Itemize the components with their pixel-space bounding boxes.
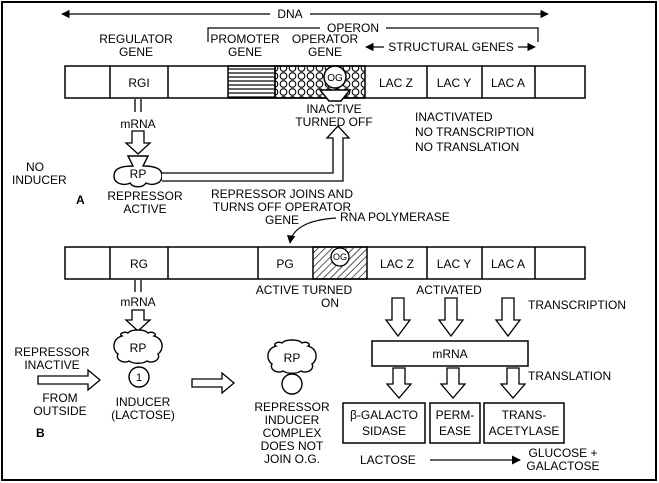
- complex-inducer-circle: [281, 373, 303, 395]
- repressor-joins-line2: TURNS OFF OPERATOR: [213, 200, 352, 214]
- products-line1: GLUCOSE +: [528, 446, 597, 460]
- operator-og-circle-b: [330, 247, 350, 267]
- repressor-active-line2: ACTIVE: [123, 202, 166, 216]
- inducer-number: 1: [136, 372, 142, 384]
- dna-label: DNA: [277, 7, 302, 21]
- mrna-label-a: mRNA: [120, 117, 155, 131]
- segment-laca-a: LAC A: [491, 76, 525, 90]
- mrna-box: [371, 340, 529, 367]
- repressor-inactive-line2: INACTIVE: [24, 358, 79, 372]
- bound-repressor-shape: [318, 89, 352, 102]
- mrna-label-b: mRNA: [120, 295, 155, 309]
- enzyme-permease-line1: PERM-: [436, 408, 475, 422]
- enzyme-box-galactosidase: [342, 402, 426, 444]
- mrna-box-label: mRNA: [432, 347, 467, 361]
- inactive-label-line1: INACTIVE: [306, 102, 361, 116]
- segment-lacz-a: LAC Z: [379, 76, 413, 90]
- transcription-arrow-2: [437, 297, 465, 338]
- complex-repressor-shape: [267, 339, 317, 374]
- operon-label: OPERON: [327, 21, 379, 35]
- active-turned-on-line2: ON: [321, 296, 339, 310]
- segment-rg: RG: [130, 257, 148, 271]
- translation-label: TRANSLATION: [528, 369, 611, 383]
- segment-pg: PG: [276, 257, 293, 271]
- repressor-joins-line1: REPRESSOR JOINS AND: [211, 187, 353, 201]
- repressor-shape-b: [113, 329, 163, 364]
- segment-og-a: OG: [327, 73, 343, 84]
- operator-segment-a: [274, 65, 366, 99]
- segment-lacy-b: LAC Y: [437, 257, 471, 271]
- enzyme-galactosidase-line2: SIDASE: [362, 424, 406, 438]
- enzyme-box-transacetylase: [483, 402, 565, 444]
- operator-gene-label-line1: OPERATOR: [292, 32, 359, 46]
- transcription-arrow-3: [494, 297, 522, 338]
- complex-rp: RP: [284, 351, 301, 365]
- inducer-label-line1: INDUCER: [116, 395, 171, 409]
- inducer-circle: [128, 366, 150, 388]
- enzyme-permease-line2: EASE: [439, 424, 471, 438]
- no-inducer-line1: NO: [26, 160, 44, 174]
- rna-polymerase-label: RNA POLYMERASE: [340, 210, 450, 224]
- rna-polymerase-arrow: [287, 217, 337, 244]
- complex-label-line3: COMPLEX: [263, 426, 322, 440]
- lactose-label: LACTOSE: [360, 453, 416, 467]
- status-line1: INACTIVATED: [415, 110, 493, 124]
- inducer-label-line2: (LACTOSE): [111, 408, 175, 422]
- structural-genes-label: STRUCTURAL GENES: [388, 40, 514, 54]
- status-line3: NO TRANSLATION: [415, 140, 519, 154]
- enzyme-transacetylase-line2: ACETYLASE: [489, 424, 560, 438]
- enzyme-galactosidase-line1: β-GALACTO: [350, 408, 418, 422]
- segment-lacy-a: LAC Y: [437, 76, 471, 90]
- promoter-gene-label-line1: PROMOTER: [210, 32, 280, 46]
- translation-arrow-3: [499, 367, 527, 399]
- mrna-down-arrow-a: [124, 130, 152, 155]
- regulator-gene-label-line2: GENE: [119, 45, 153, 59]
- inactive-label-line2: TURNED OFF: [295, 115, 372, 129]
- complex-formation-arrow: [191, 371, 236, 395]
- repressor-inactive-line1: REPRESSOR: [14, 345, 90, 359]
- transcription-arrow-1: [384, 297, 412, 338]
- promoter-segment-a: [227, 65, 276, 99]
- complex-label-line5: JOIN O.G.: [264, 452, 320, 466]
- panel-b-label: B: [36, 426, 45, 440]
- panel-b: RNA POLYMERASE RG PG OG LAC Z LAC Y LAC …: [14, 210, 626, 473]
- repressor-rp-b: RP: [130, 341, 147, 355]
- from-outside-line2: OUTSIDE: [33, 404, 86, 418]
- segment-lacz-b: LAC Z: [380, 257, 414, 271]
- repressor-rp-a: RP: [130, 167, 147, 181]
- complex-label-line2: INDUCER: [265, 413, 320, 427]
- mrna-down-arrow-b: [124, 309, 152, 332]
- operator-gene-label-line2: GENE: [308, 45, 342, 59]
- regulator-gene-label-line1: REGULATOR: [99, 32, 173, 46]
- operator-og-circle-a: [323, 65, 347, 89]
- inducer-entry-arrow: [37, 368, 102, 392]
- repressor-active-shape: [113, 155, 163, 188]
- repressor-to-operator-arrow: [162, 125, 351, 182]
- status-line2: NO TRANSCRIPTION: [415, 125, 534, 139]
- products-line2: GALACTOSE: [526, 459, 599, 473]
- segment-rgi: RGI: [128, 76, 149, 90]
- complex-label-line1: REPRESSOR: [254, 400, 330, 414]
- repressor-active-line1: REPRESSOR: [107, 189, 183, 203]
- panel-a-label: A: [76, 193, 85, 207]
- repressor-joins-line3: GENE: [265, 213, 299, 227]
- transcription-label: TRANSCRIPTION: [528, 298, 626, 312]
- complex-label-line4: DOES NOT: [261, 439, 324, 453]
- translation-arrow-1: [385, 367, 413, 399]
- enzyme-box-permease: [429, 402, 481, 444]
- promoter-gene-label-line2: GENE: [228, 45, 262, 59]
- translation-arrow-2: [439, 367, 467, 399]
- activated-label: ACTIVATED: [416, 283, 482, 297]
- panel-a: DNA OPERON REGULATOR GENE PROMOTER GENE …: [12, 6, 586, 227]
- no-inducer-line2: INDUCER: [12, 173, 67, 187]
- segment-laca-b: LAC A: [491, 257, 525, 271]
- from-outside-line1: FROM: [42, 391, 77, 405]
- enzyme-transacetylase-line1: TRANS-: [502, 408, 547, 422]
- active-turned-on-line1: ACTIVE TURNED: [256, 283, 353, 297]
- segment-og-b: OG: [333, 252, 347, 262]
